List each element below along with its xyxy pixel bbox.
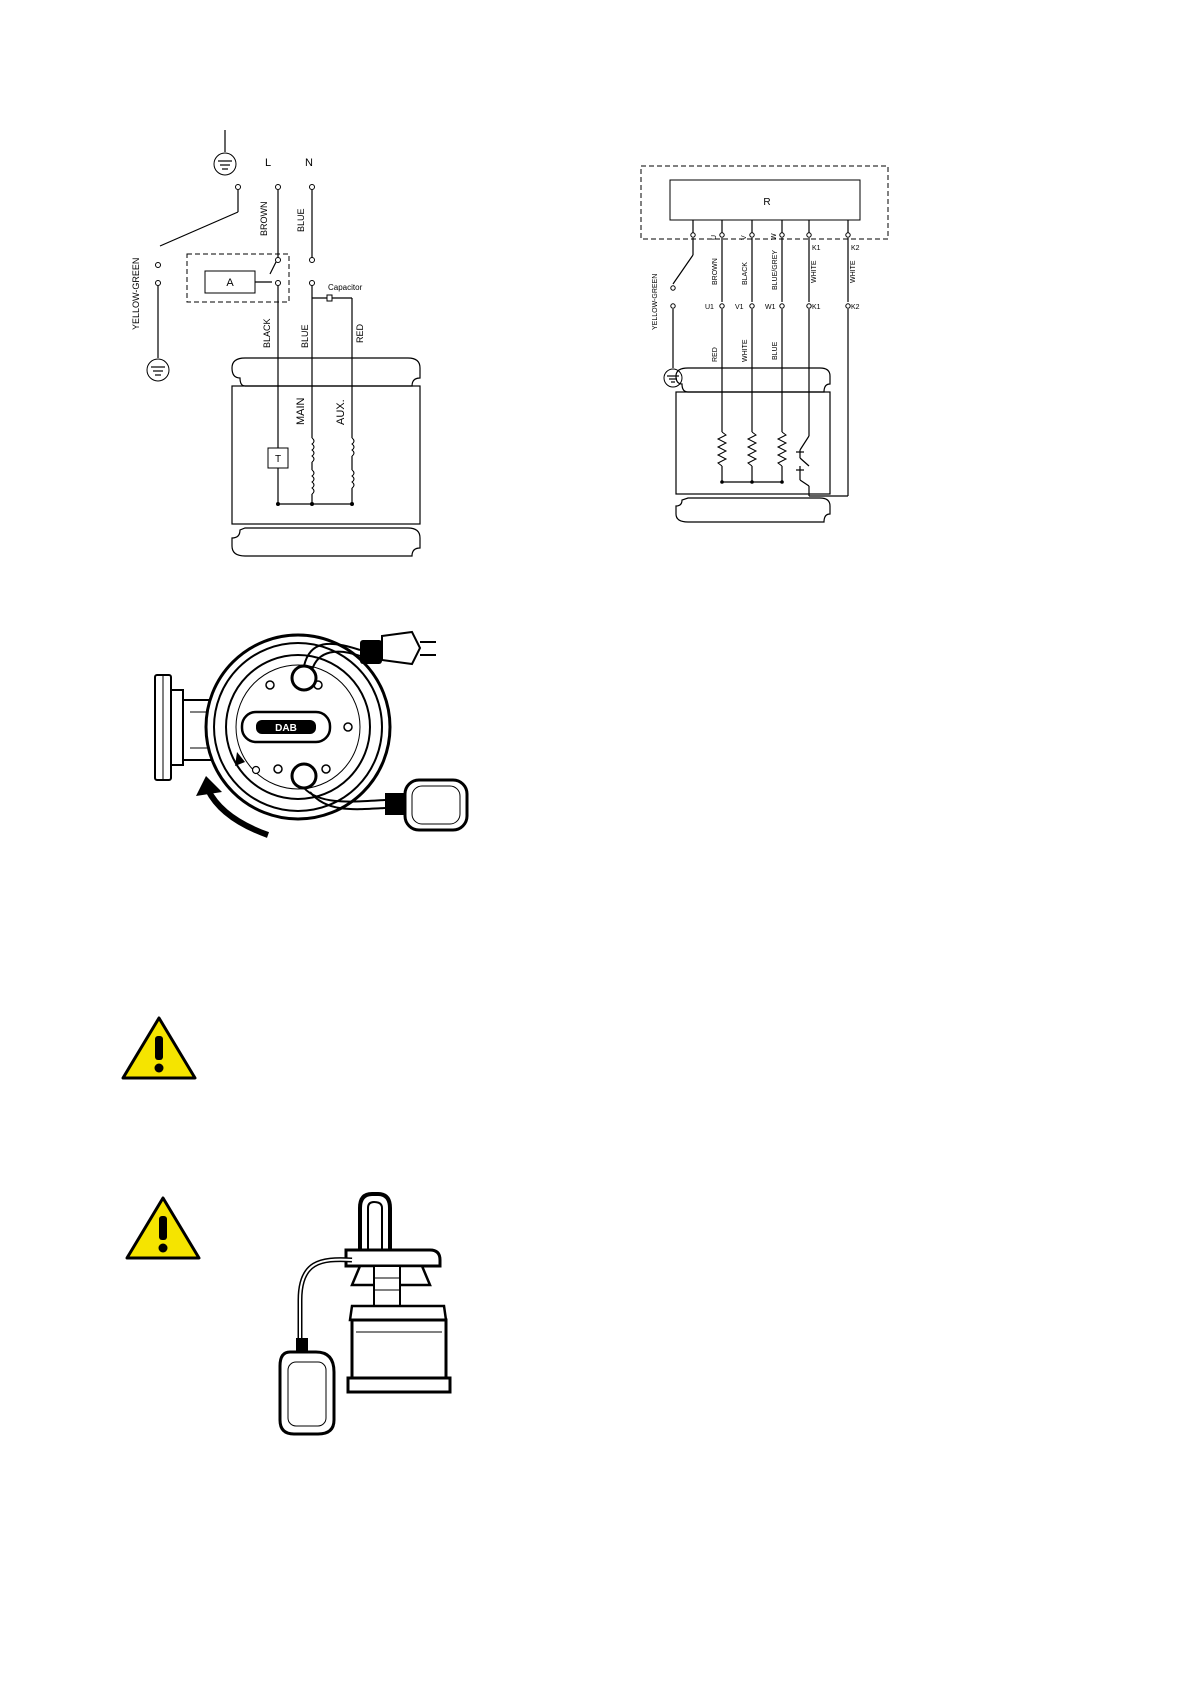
- terminal-u1: U1: [705, 304, 714, 311]
- three-phase-wire-brown: BROWN: [712, 258, 719, 285]
- terminal-v1: V1: [735, 304, 744, 311]
- float-switch: [385, 780, 467, 830]
- thermal-label: T: [275, 454, 281, 465]
- terminal-k2: K2: [851, 304, 860, 311]
- winding-label-main: MAIN: [295, 397, 307, 425]
- ground-symbol-bottom: [147, 359, 169, 381]
- ground-symbol-top: [214, 130, 236, 175]
- motor-wire-red: RED: [712, 347, 719, 362]
- terminal-k1: K1: [812, 304, 821, 311]
- wire-label-blue-top: BLUE: [296, 208, 306, 232]
- r-terminal-u: U: [711, 235, 718, 240]
- thermal-switch: [796, 436, 848, 496]
- r-terminal-v: V: [741, 235, 748, 240]
- aux-winding: [352, 438, 354, 504]
- r-terminal-k1: K1: [812, 245, 821, 252]
- three-phase-wire-white-k2: WHITE: [850, 260, 857, 283]
- control-box-r-label: R: [763, 197, 770, 208]
- supply-label-n: N: [305, 157, 313, 169]
- wire-label-black: BLACK: [262, 318, 272, 348]
- warning-icon: [127, 1198, 199, 1258]
- control-box-a-label: A: [226, 277, 234, 289]
- supply-label-l: L: [265, 157, 271, 169]
- terminal-w1: W1: [765, 304, 776, 311]
- motor-wire-blue: BLUE: [772, 341, 779, 360]
- wire-label-yellow-green: YELLOW-GREEN: [131, 258, 141, 330]
- wire-label-blue-bottom: BLUE: [300, 324, 310, 348]
- warning-icon: [123, 1018, 195, 1078]
- r-terminal-k2: K2: [851, 245, 860, 252]
- wire-label-red: RED: [355, 323, 365, 343]
- motor-wire-white: WHITE: [742, 339, 749, 362]
- ground-symbol-three-phase: [664, 369, 682, 387]
- three-phase-wire-black: BLACK: [742, 262, 749, 285]
- power-plug: [360, 632, 436, 664]
- pump-logo: DAB: [275, 723, 297, 734]
- capacitor-label: Capacitor: [328, 283, 363, 292]
- pump-top-view-illustration: DAB: [155, 632, 467, 835]
- motor-body-single-phase: [232, 358, 420, 556]
- winding-label-aux: AUX.: [335, 399, 347, 425]
- single-phase-wiring-diagram: L N YELLOW-GREEN BROWN BLUE A: [131, 130, 420, 556]
- three-phase-wire-white-k1: WHITE: [811, 260, 818, 283]
- three-phase-wire-yellow-green: YELLOW-GREEN: [652, 274, 659, 330]
- three-phase-wire-blue-grey: BLUE/GREY: [772, 250, 779, 290]
- three-phase-windings: [718, 432, 786, 466]
- rotation-arrow-icon: [196, 776, 222, 796]
- three-phase-wiring-diagram: R U V W K1 K2 YELLOW-GREEN: [641, 166, 888, 522]
- pump-with-float-illustration: [280, 1194, 450, 1434]
- wire-label-brown: BROWN: [259, 202, 269, 237]
- main-winding: [312, 438, 314, 504]
- r-terminal-w: W: [771, 233, 778, 240]
